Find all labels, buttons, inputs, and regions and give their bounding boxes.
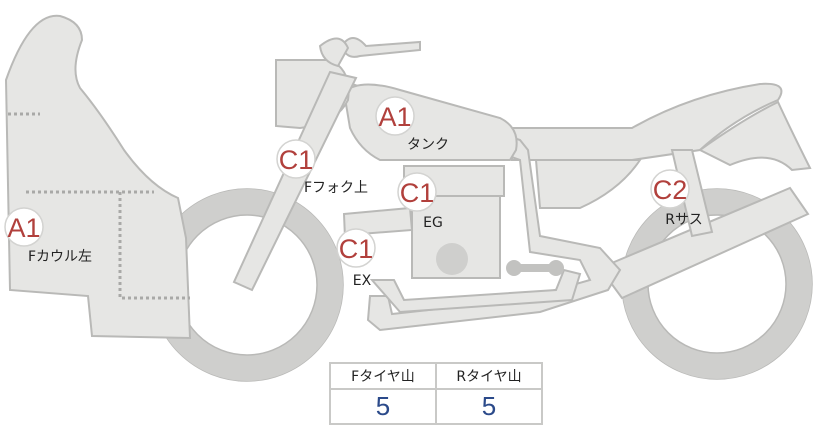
rear-swingarm (598, 186, 810, 300)
badge-tank[interactable]: A1 タンク (375, 96, 449, 153)
badge-front-fork-upper[interactable]: C1 Fフォク上 (276, 139, 368, 196)
rear-tire-header: Rタイヤ山 (435, 362, 543, 390)
handlebar (340, 37, 421, 58)
badge-exhaust[interactable]: C1 EX (336, 228, 376, 289)
rear-tire-value: 5 (435, 388, 543, 425)
lower-frame (369, 268, 582, 314)
front-cowl (4, 14, 192, 340)
side-cover (534, 159, 642, 209)
tire-tread-table: Fタイヤ山 Rタイヤ山 5 5 (329, 362, 543, 425)
rear-shock (670, 149, 714, 238)
front-tire-value: 5 (329, 388, 437, 425)
handlebar-grip (318, 37, 350, 68)
badge-label: タンク (407, 137, 449, 153)
front-fork (232, 70, 358, 292)
badge-label: Rサス (665, 212, 702, 228)
engine-cover (436, 243, 468, 275)
front-tire-header: Fタイヤ山 (329, 362, 437, 390)
footpeg (506, 260, 564, 276)
rear-seat (511, 82, 783, 161)
badge-engine[interactable]: C1 EG (397, 172, 443, 231)
badge-rear-suspension[interactable]: C2 Rサス (650, 169, 703, 228)
badge-label: Fカウル左 (28, 249, 92, 265)
badge-code: A1 (378, 102, 411, 132)
badge-code: C1 (400, 178, 435, 208)
badge-front-cowl-left[interactable]: A1 Fカウル左 (4, 207, 92, 265)
badge-code: C2 (653, 175, 688, 205)
seat-cowl (698, 100, 812, 172)
badge-label: EG (423, 215, 443, 231)
badge-label: EX (353, 273, 372, 289)
badge-code: A1 (7, 213, 40, 243)
cowl-panel-line (118, 192, 190, 300)
badge-label: Fフォク上 (304, 180, 368, 196)
badge-code: C1 (279, 145, 314, 175)
badge-code: C1 (339, 234, 374, 264)
